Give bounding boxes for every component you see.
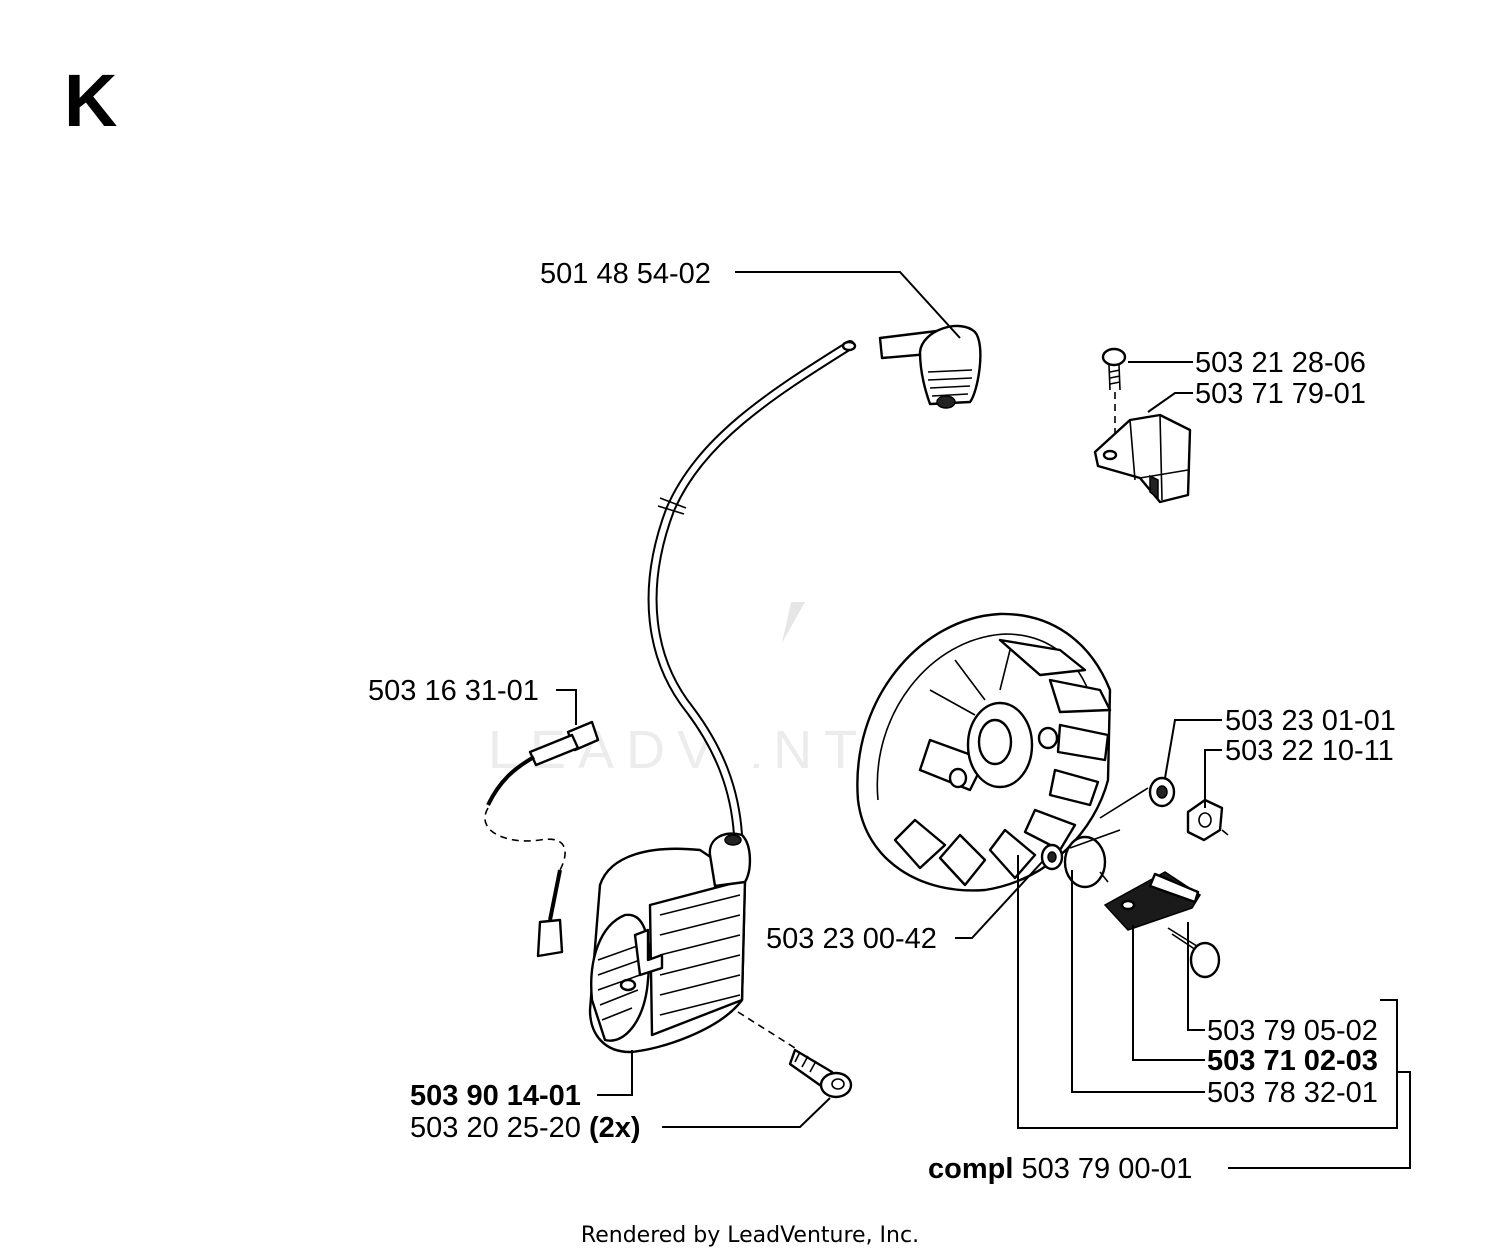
label-cable-terminal: 503 16 31-01 [368,675,539,707]
leader-lines [556,271,1411,1169]
label-bracket: 503 71 79-01 [1195,378,1366,410]
label-coil-screws-number: 503 20 25-20 [410,1112,581,1144]
label-compl-number: 503 79 00-01 [1021,1153,1192,1185]
label-washer-right: 503 23 01-01 [1225,705,1396,737]
label-coil: 503 90 14-01 [410,1080,581,1112]
cable-terminal [484,720,600,958]
coil-screw [737,1011,853,1099]
section-letter: K [64,59,117,142]
label-coil-screws-qty: (2x) [589,1112,641,1144]
label-pin: 503 79 05-02 [1207,1015,1378,1047]
label-compl-prefix: compl [928,1153,1013,1185]
flywheel-hardware [1040,776,1229,979]
label-coil-screws: 503 20 25-20 (2x) [410,1112,641,1144]
screw-and-bracket [1093,347,1192,504]
label-spring: 503 78 32-01 [1207,1077,1378,1109]
label-compl: compl 503 79 00-01 [928,1153,1192,1185]
label-nut: 503 22 10-11 [1225,735,1394,767]
label-washer-hub: 503 23 00-42 [766,923,937,955]
spark-plug-cap [878,324,982,409]
footer-credit: Rendered by LeadVenture, Inc. [581,1223,919,1248]
label-screw-top: 503 21 28-06 [1195,347,1366,379]
label-pawl: 503 71 02-03 [1207,1045,1378,1077]
ignition-coil [588,832,752,1054]
ignition-lead [647,340,857,840]
flywheel [856,612,1112,892]
label-spark-cap: 501 48 54-02 [540,258,711,290]
